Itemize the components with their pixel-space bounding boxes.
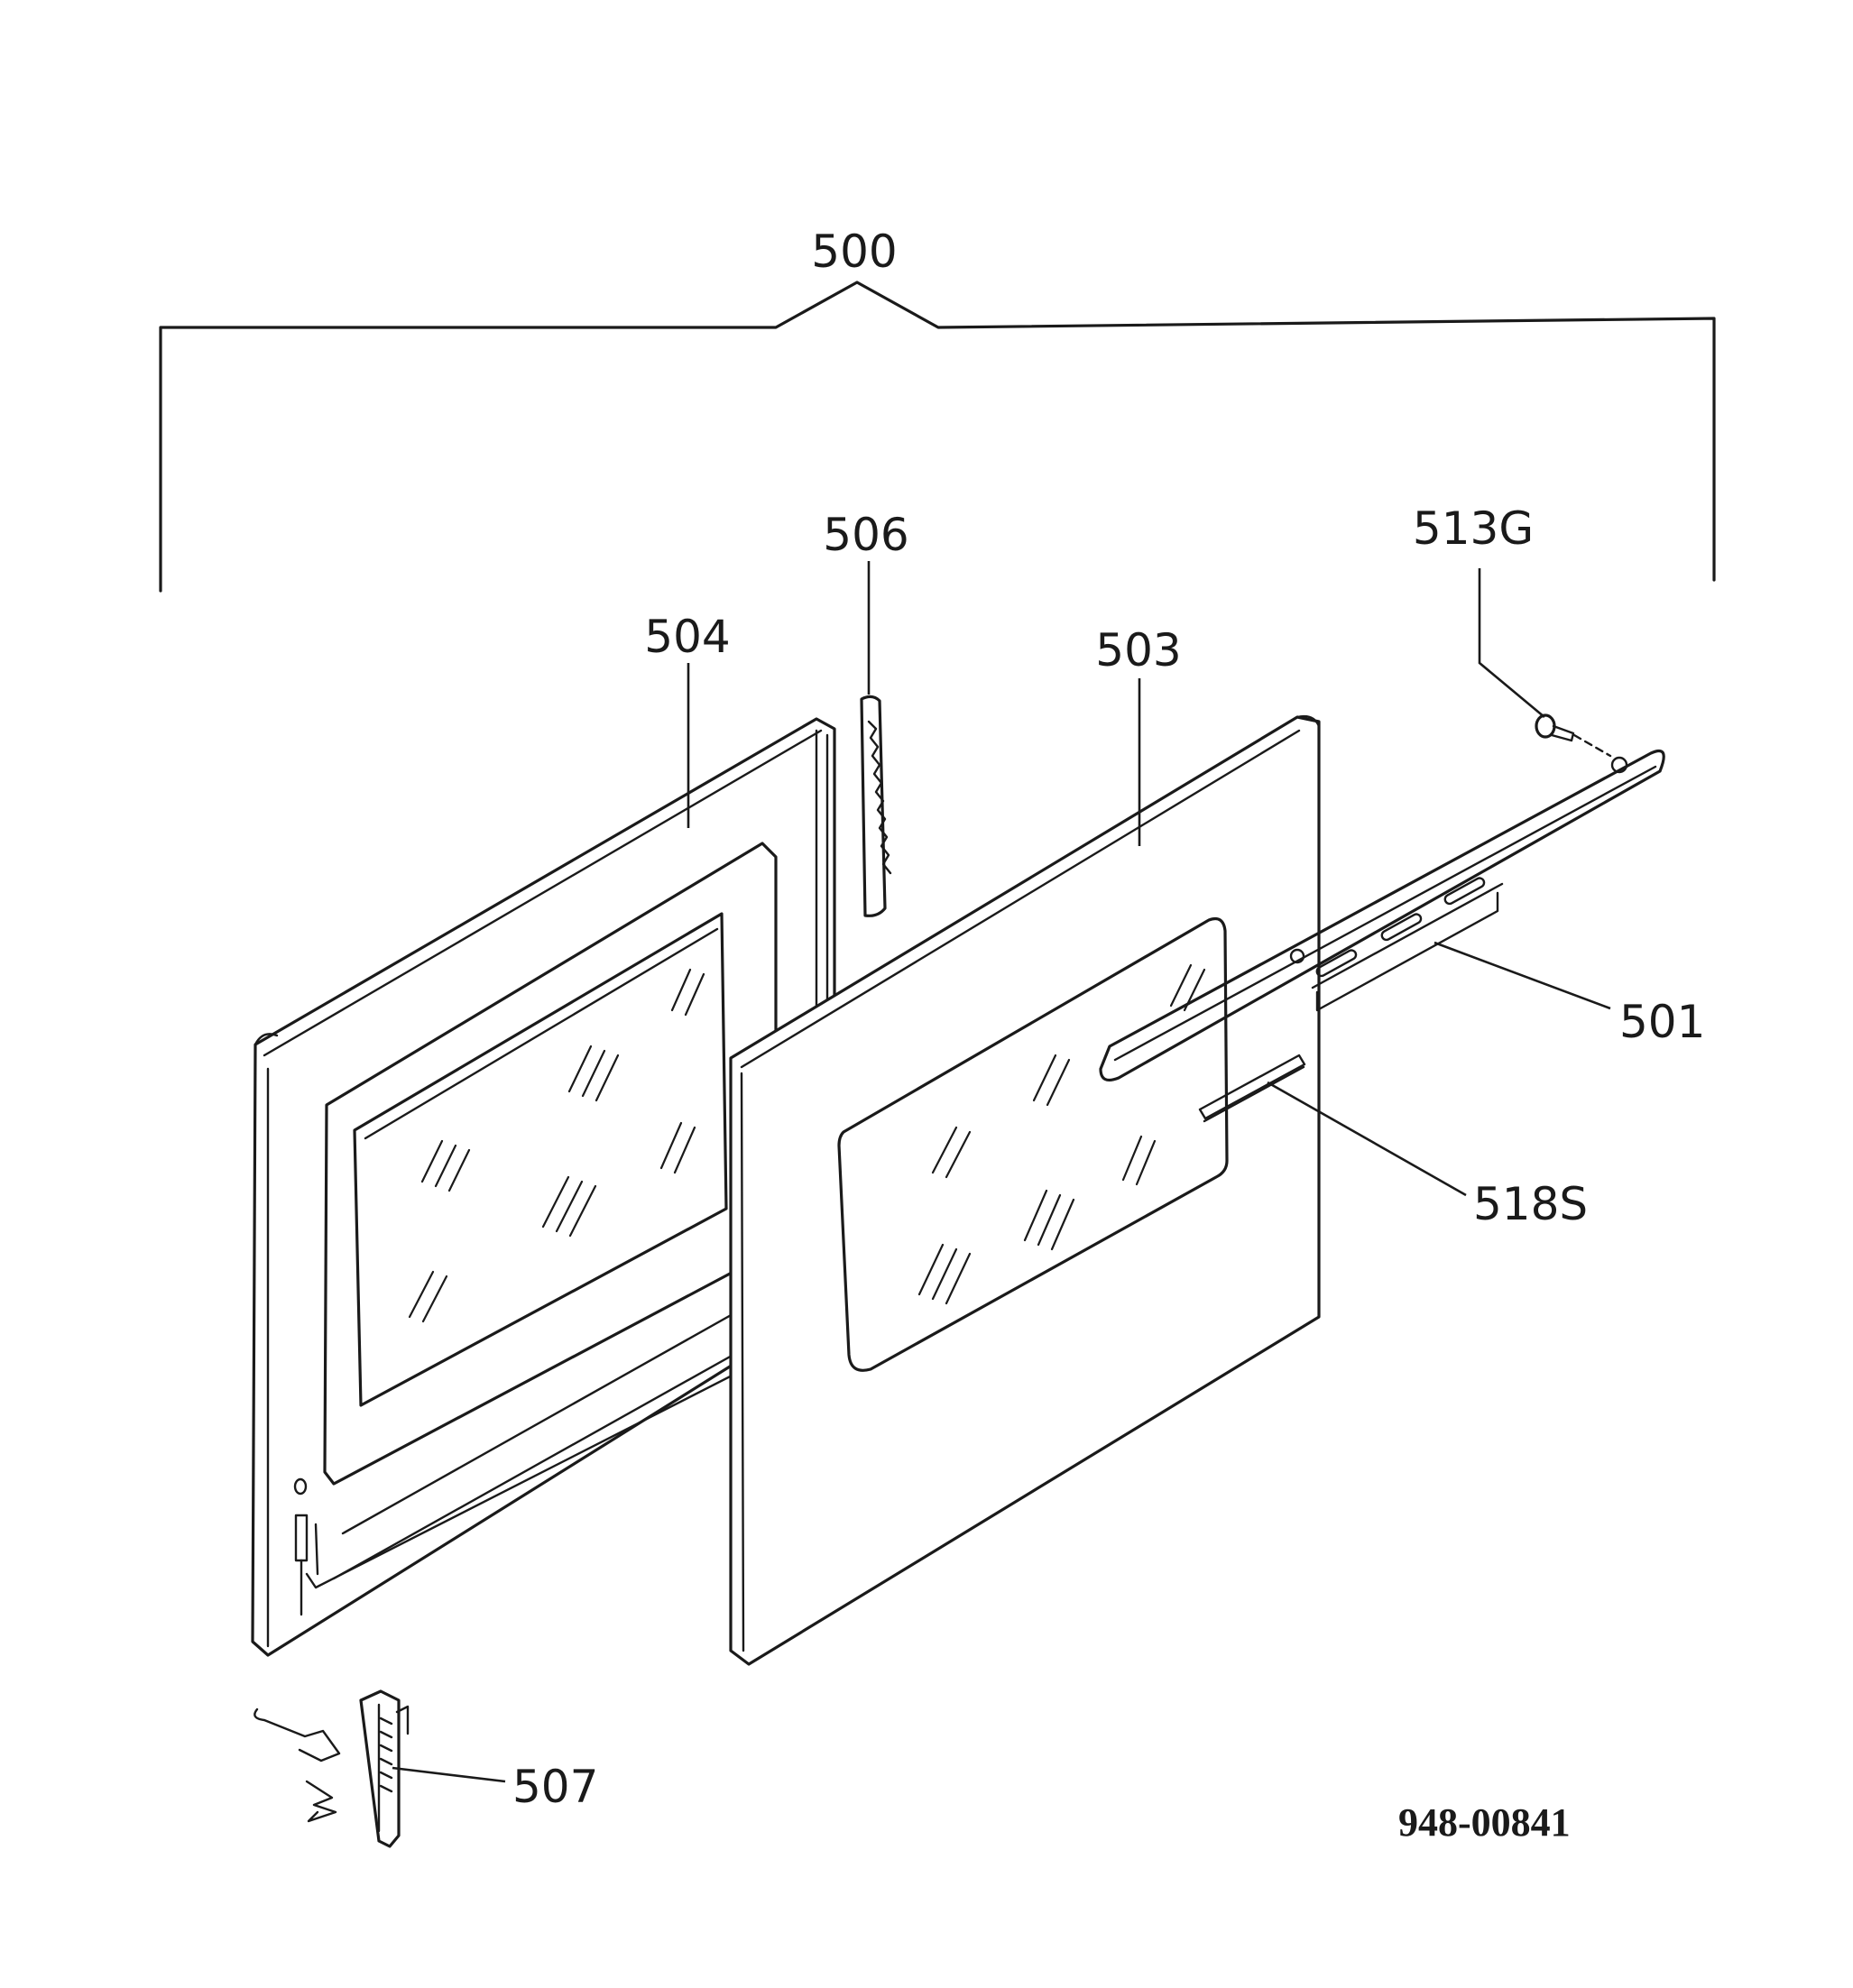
label-501: 501	[1619, 996, 1705, 1048]
assembly-bracket-500	[159, 281, 1716, 593]
seal-strip-506	[860, 695, 892, 917]
label-506: 506	[823, 509, 908, 561]
label-513g: 513G	[1413, 502, 1534, 555]
inner-door-panel-504	[251, 717, 836, 1657]
label-504: 504	[644, 611, 730, 663]
label-507: 507	[512, 1761, 598, 1813]
leader-lines	[392, 561, 1611, 1783]
label-500: 500	[811, 225, 897, 278]
hinge-507	[254, 1689, 410, 1848]
label-503: 503	[1095, 624, 1181, 676]
label-518s: 518S	[1473, 1178, 1588, 1230]
spacer-strip-518s	[1198, 1054, 1306, 1123]
drawing-code: 948-00841	[1398, 1800, 1571, 1845]
screw-513g	[1535, 713, 1612, 758]
outer-glass-panel-503	[729, 714, 1321, 1666]
trim-rail-501	[1099, 749, 1665, 1081]
